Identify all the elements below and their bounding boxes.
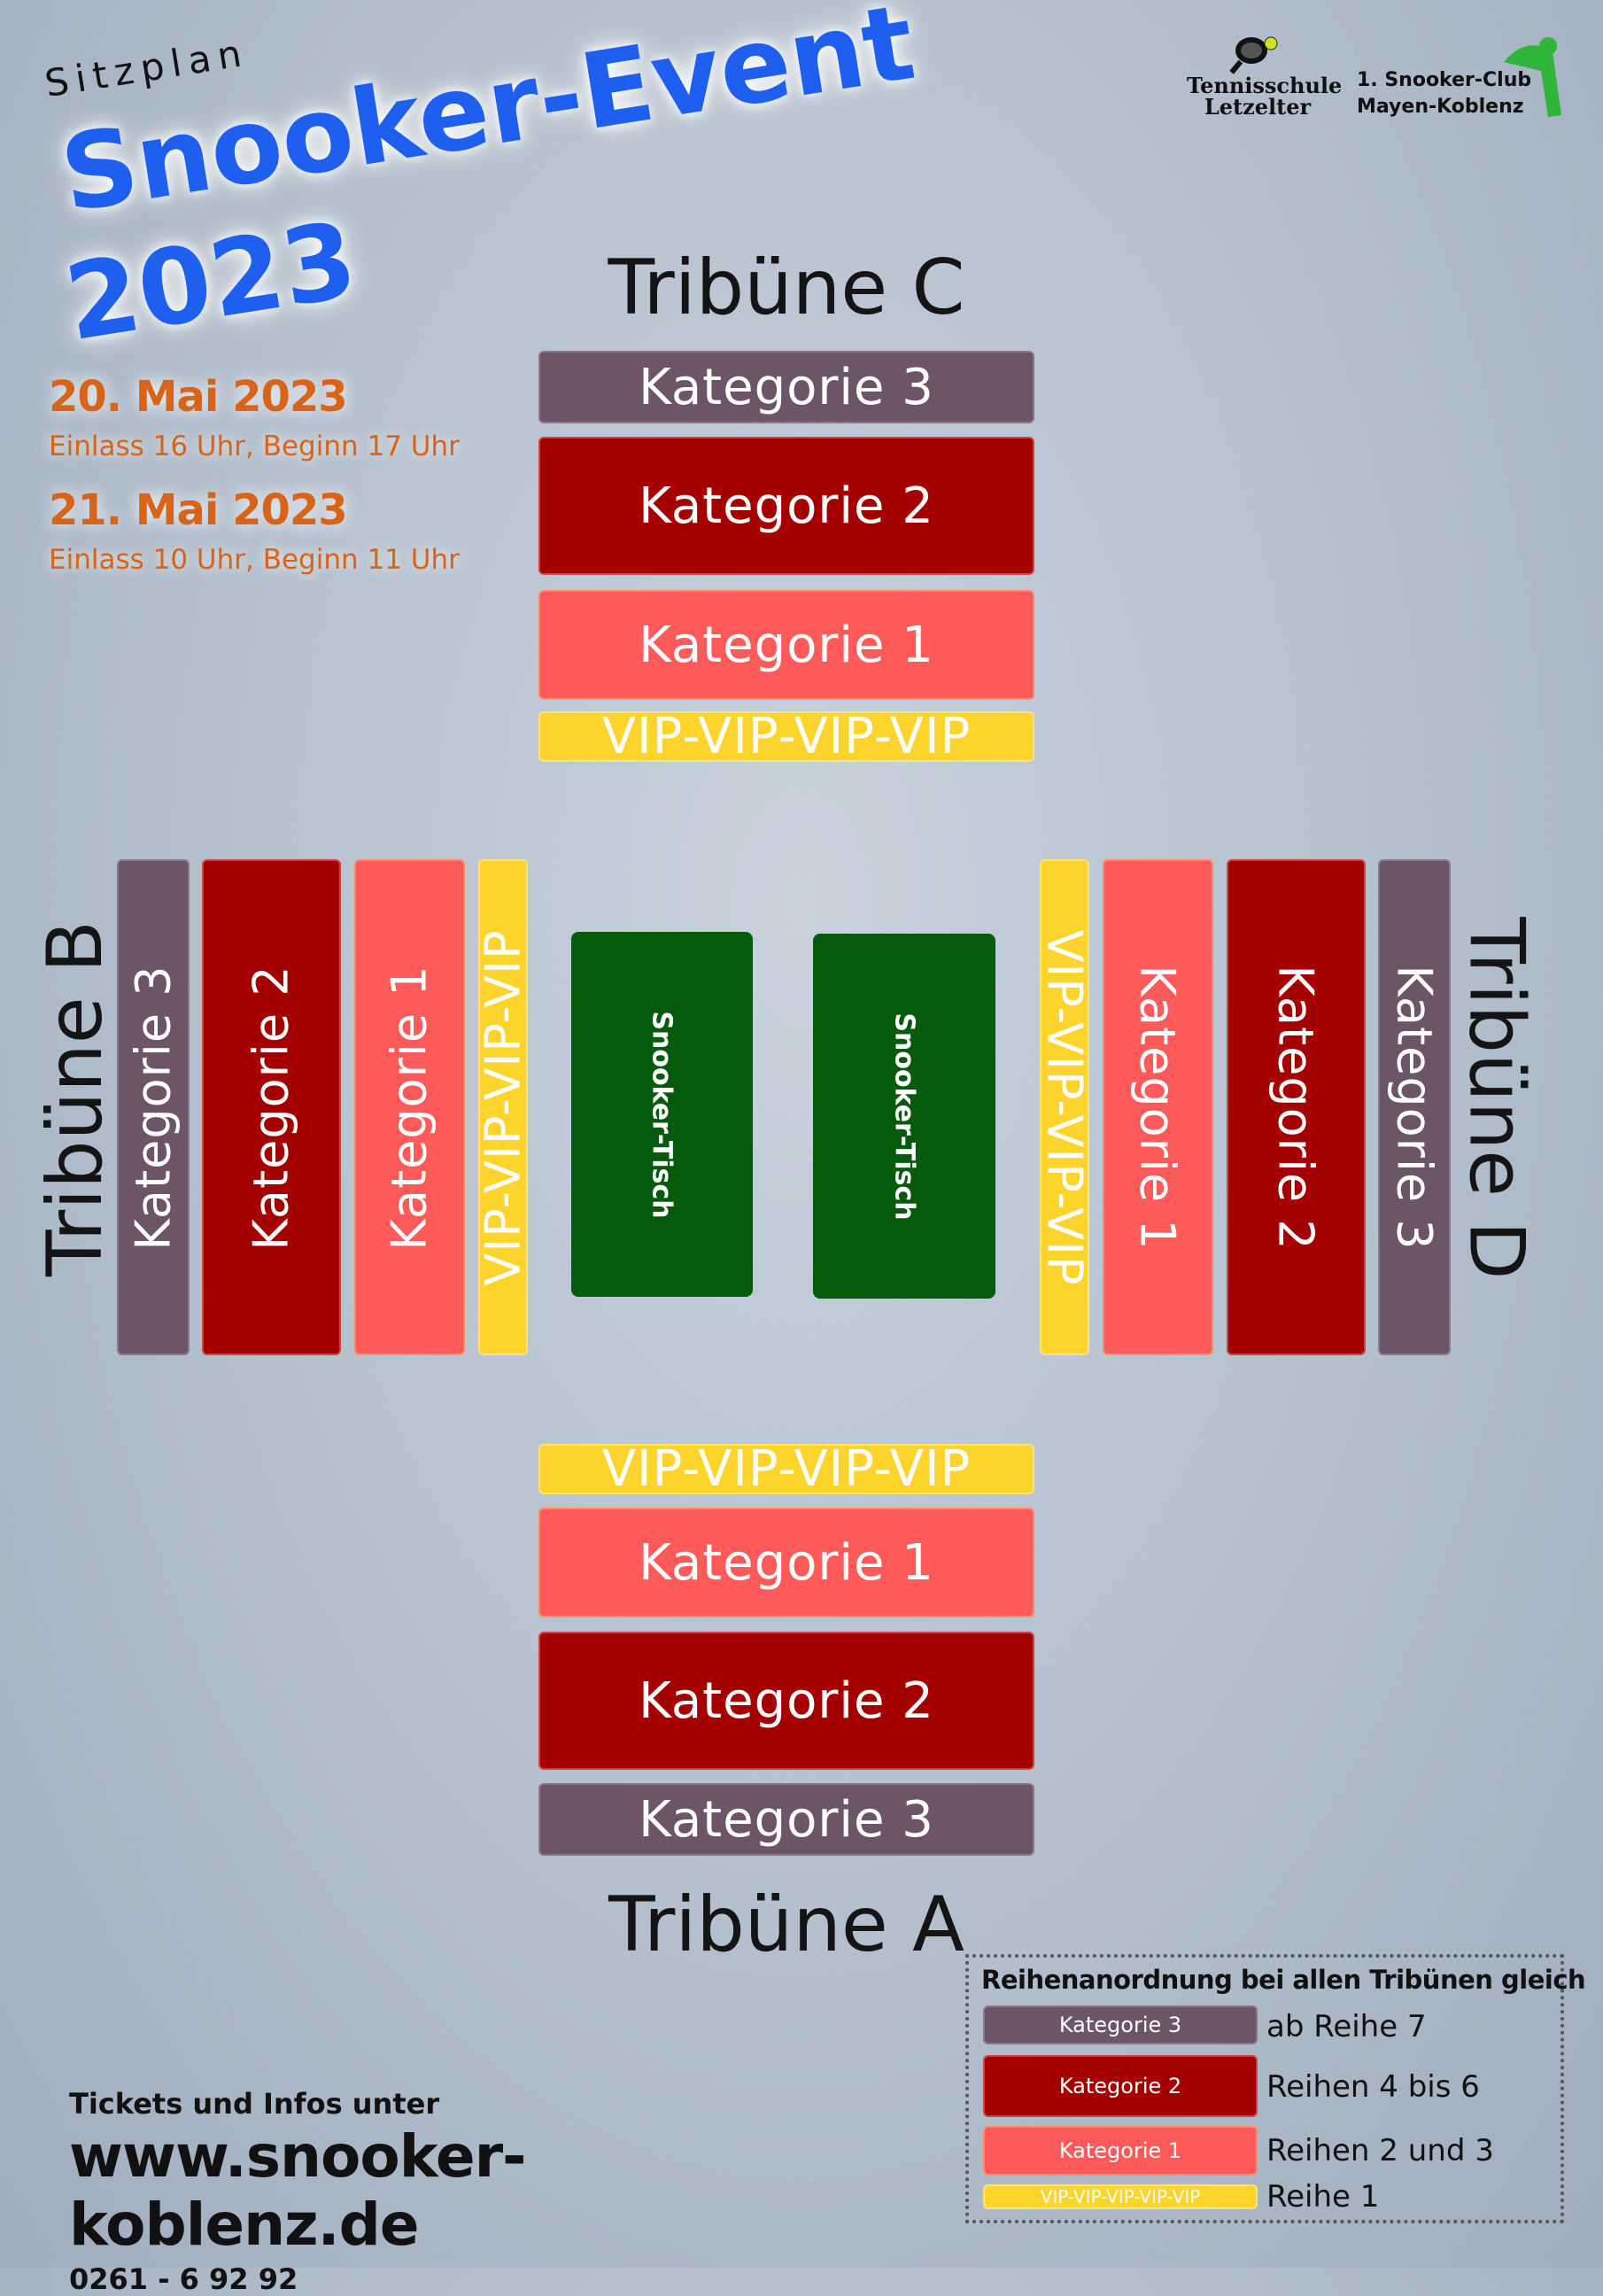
tribune-b-kategorie-3: Kategorie 3 <box>117 859 190 1355</box>
tribune-b-kategorie-1: Kategorie 1 <box>354 859 465 1355</box>
tennisschule-logo: Tennisschule Letzelter <box>1187 31 1343 128</box>
legend-swatch-vip: VIP-VIP-VIP-VIP-VIP <box>983 2184 1258 2209</box>
event-dates: 20. Mai 2023 Einlass 16 Uhr, Beginn 17 U… <box>49 372 474 576</box>
legend-row-text-2: Reihen 4 bis 6 <box>1266 2069 1480 2105</box>
snooker-logo-line1: 1. Snooker-Club <box>1357 69 1532 91</box>
table-label: Snooker-Tisch <box>888 1012 920 1221</box>
block-label: Kategorie 3 <box>639 1790 934 1849</box>
tribune-c-kategorie-1: Kategorie 1 <box>538 590 1034 700</box>
legend-title: Reihenanordnung bei allen Tribünen gleic… <box>981 1965 1586 1995</box>
block-label: Kategorie 2 <box>639 477 934 535</box>
tribune-c-label: Tribüne C <box>608 244 965 332</box>
tribune-c-vip: VIP-VIP-VIP-VIP <box>538 708 1034 765</box>
block-label: Kategorie 3 <box>639 358 934 416</box>
legend-swatch-label: VIP-VIP-VIP-VIP-VIP <box>1040 2186 1201 2207</box>
date-1: 20. Mai 2023 <box>49 372 348 422</box>
tribune-d-label-wrap: Tribüne D <box>1452 850 1541 1346</box>
block-label: Kategorie 2 <box>244 964 299 1251</box>
legend-swatch-label: Kategorie 2 <box>1058 2074 1182 2098</box>
legend-swatch-kategorie-1: Kategorie 1 <box>983 2126 1258 2176</box>
tribune-a-vip: VIP-VIP-VIP-VIP <box>538 1440 1034 1498</box>
tribune-b-vip: VIP-VIP-VIP-VIP <box>475 859 531 1355</box>
tribune-a-kategorie-3: Kategorie 3 <box>538 1783 1034 1856</box>
snooker-logo-line2: Mayen-Koblenz <box>1357 96 1524 118</box>
footer-url[interactable]: www.snooker-koblenz.de <box>69 2122 527 2259</box>
event-title: Snooker-Event <box>53 0 923 237</box>
block-label: Kategorie 1 <box>382 964 438 1251</box>
snooker-club-logo: 1. Snooker-Club Mayen-Koblenz <box>1353 35 1566 133</box>
block-label: VIP-VIP-VIP-VIP <box>601 708 972 765</box>
tribune-c-kategorie-3: Kategorie 3 <box>538 351 1034 423</box>
tribune-d-kategorie-3: Kategorie 3 <box>1378 859 1451 1355</box>
tribune-a-kategorie-2: Kategorie 2 <box>538 1632 1034 1770</box>
legend-box: Reihenanordnung bei allen Tribünen gleic… <box>965 1954 1586 2223</box>
block-label: Kategorie 2 <box>639 1672 934 1730</box>
block-label: Kategorie 1 <box>639 1533 934 1592</box>
tennis-racket-icon <box>1229 36 1278 74</box>
snooker-table-1: Snooker-Tisch <box>571 932 753 1297</box>
tribune-c-kategorie-2: Kategorie 2 <box>538 437 1034 575</box>
block-label: Kategorie 2 <box>1268 964 1324 1251</box>
snooker-table-2: Snooker-Tisch <box>813 934 995 1299</box>
block-label: Kategorie 1 <box>639 616 934 674</box>
tribune-d-kategorie-1: Kategorie 1 <box>1103 859 1213 1355</box>
legend-swatch-kategorie-3: Kategorie 3 <box>983 2005 1258 2044</box>
snooker-player-icon <box>1504 37 1561 117</box>
tennis-logo-line2: Letzelter <box>1204 94 1312 120</box>
legend-row-text-1: Reihen 2 und 3 <box>1266 2133 1494 2168</box>
footer-contact: Tickets und Infos unter www.snooker-kobl… <box>69 2087 866 2296</box>
tennis-logo-line1: Tennisschule <box>1187 73 1343 98</box>
legend-row-text-vip: Reihe 1 <box>1266 2179 1380 2215</box>
block-label: Kategorie 3 <box>1386 964 1443 1251</box>
tribune-d-kategorie-2: Kategorie 2 <box>1227 859 1366 1355</box>
tribune-b-label: Tribüne B <box>31 920 120 1276</box>
date-2-info: Einlass 10 Uhr, Beginn 11 Uhr <box>49 544 460 576</box>
tribune-b-kategorie-2: Kategorie 2 <box>202 859 341 1355</box>
block-label: VIP-VIP-VIP-VIP <box>1036 928 1093 1286</box>
tribune-a-label: Tribüne A <box>608 1881 964 1969</box>
tribune-d-vip: VIP-VIP-VIP-VIP <box>1037 859 1093 1355</box>
legend-swatch-kategorie-2: Kategorie 2 <box>983 2055 1258 2117</box>
date-2: 21. Mai 2023 <box>49 485 348 535</box>
block-label: VIP-VIP-VIP-VIP <box>601 1440 972 1498</box>
block-label: Kategorie 3 <box>125 964 182 1251</box>
tribune-b-label-wrap: Tribüne B <box>31 850 120 1346</box>
tribune-d-label: Tribüne D <box>1452 917 1541 1280</box>
legend-swatch-label: Kategorie 1 <box>1058 2138 1182 2163</box>
tribune-a-kategorie-1: Kategorie 1 <box>538 1508 1034 1617</box>
footer-intro: Tickets und Infos unter <box>69 2087 440 2121</box>
table-label: Snooker-Tisch <box>647 1010 678 1219</box>
block-label: Kategorie 1 <box>1130 964 1186 1251</box>
legend-swatch-label: Kategorie 3 <box>1058 2013 1182 2037</box>
block-label: VIP-VIP-VIP-VIP <box>475 928 531 1286</box>
legend-row-text-3: ab Reihe 7 <box>1266 2009 1427 2044</box>
date-1-info: Einlass 16 Uhr, Beginn 17 Uhr <box>49 430 460 462</box>
